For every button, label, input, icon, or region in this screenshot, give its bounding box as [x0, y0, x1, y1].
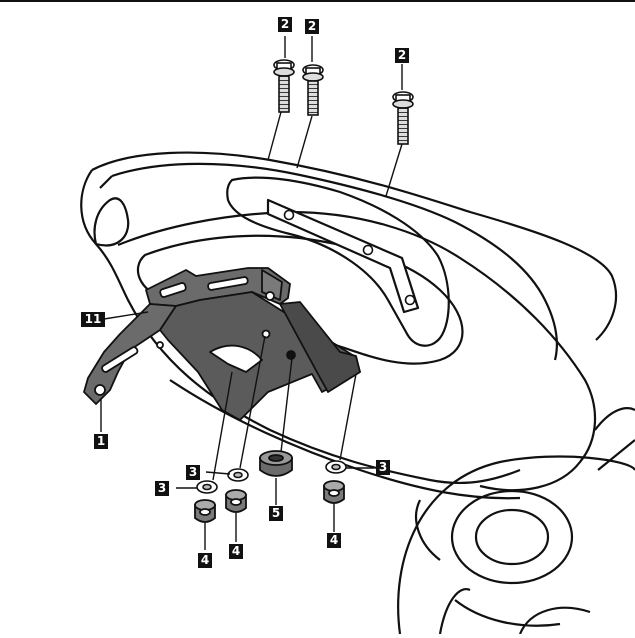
swingarm-edge	[438, 587, 471, 635]
washers	[196, 460, 347, 494]
bolts	[273, 59, 414, 145]
axis-grommet	[280, 357, 293, 453]
chain-guard-2	[597, 439, 635, 471]
callout-bolt-a: 2	[278, 17, 292, 32]
bracket-right-leg	[279, 301, 361, 393]
grab-handle-slot	[266, 198, 420, 314]
bracket-mount-point	[286, 350, 296, 360]
axis-washer-left	[212, 371, 233, 481]
screw-dot-2	[362, 244, 374, 256]
grab-handle-outline	[226, 176, 450, 347]
nuts	[194, 480, 345, 523]
washer-left	[196, 480, 218, 494]
bracket-hole-tip	[94, 384, 106, 396]
underbody-curve	[415, 499, 441, 561]
swingarm-edge-2	[518, 606, 591, 635]
callout-bolt-c: 2	[395, 48, 409, 63]
leader-bolt-b-axis	[296, 115, 313, 169]
chain-guard	[594, 407, 635, 431]
bolt-c	[392, 91, 414, 145]
bracket-slot-2	[207, 276, 249, 291]
callout-washer-mid: 3	[186, 465, 200, 480]
tail-edge	[99, 175, 113, 189]
fender-lower	[454, 599, 561, 627]
callout-nut-mid: 4	[229, 544, 243, 559]
side-panel-outline	[117, 210, 597, 492]
hub-inner	[474, 508, 550, 566]
leader-bolt-c-axis	[385, 143, 403, 197]
screw-dot-1	[283, 209, 295, 221]
fender-outline	[397, 455, 635, 635]
bracket-hole-mid	[156, 341, 164, 349]
callout-washer-right: 3	[376, 460, 390, 475]
seat-top-outline	[91, 151, 617, 341]
bracket-slot-1	[159, 282, 187, 298]
leader-11	[103, 311, 149, 320]
handle-screws	[283, 209, 416, 306]
tail-light-outline	[93, 197, 130, 247]
tail-section	[80, 151, 617, 561]
leader-bolt-a-axis	[267, 111, 282, 161]
bolt-a	[273, 59, 295, 113]
leader-lines	[100, 36, 403, 550]
grommet	[259, 450, 293, 477]
bracket-slot-3	[101, 346, 139, 373]
callout-grommet: 5	[269, 506, 283, 521]
screw-dot-3	[404, 294, 416, 306]
nut-right	[323, 480, 345, 504]
callout-nut-left: 4	[198, 553, 212, 568]
side-bracket	[83, 267, 361, 421]
leader-3-mid	[205, 471, 231, 475]
rear-wheel	[397, 407, 635, 635]
nut-left	[194, 499, 216, 523]
callout-bracket-end: 1	[94, 434, 108, 449]
axis-washer-right	[339, 373, 357, 461]
washer-mid	[227, 468, 249, 482]
washer-right	[325, 460, 347, 474]
callout-nut-right: 4	[327, 533, 341, 548]
seat-side-line	[111, 162, 559, 361]
callout-washer-left: 3	[155, 481, 169, 496]
hub-outer	[450, 489, 574, 585]
axis-washer-mid	[239, 335, 266, 469]
bracket-hole-top	[265, 291, 275, 301]
bolt-b	[302, 64, 324, 116]
bracket-cutout	[209, 344, 263, 373]
callout-bolt-b: 2	[305, 19, 319, 34]
bracket-hole-low	[261, 329, 271, 339]
nut-mid	[225, 489, 247, 513]
callout-bracket-main: 11	[81, 312, 105, 327]
